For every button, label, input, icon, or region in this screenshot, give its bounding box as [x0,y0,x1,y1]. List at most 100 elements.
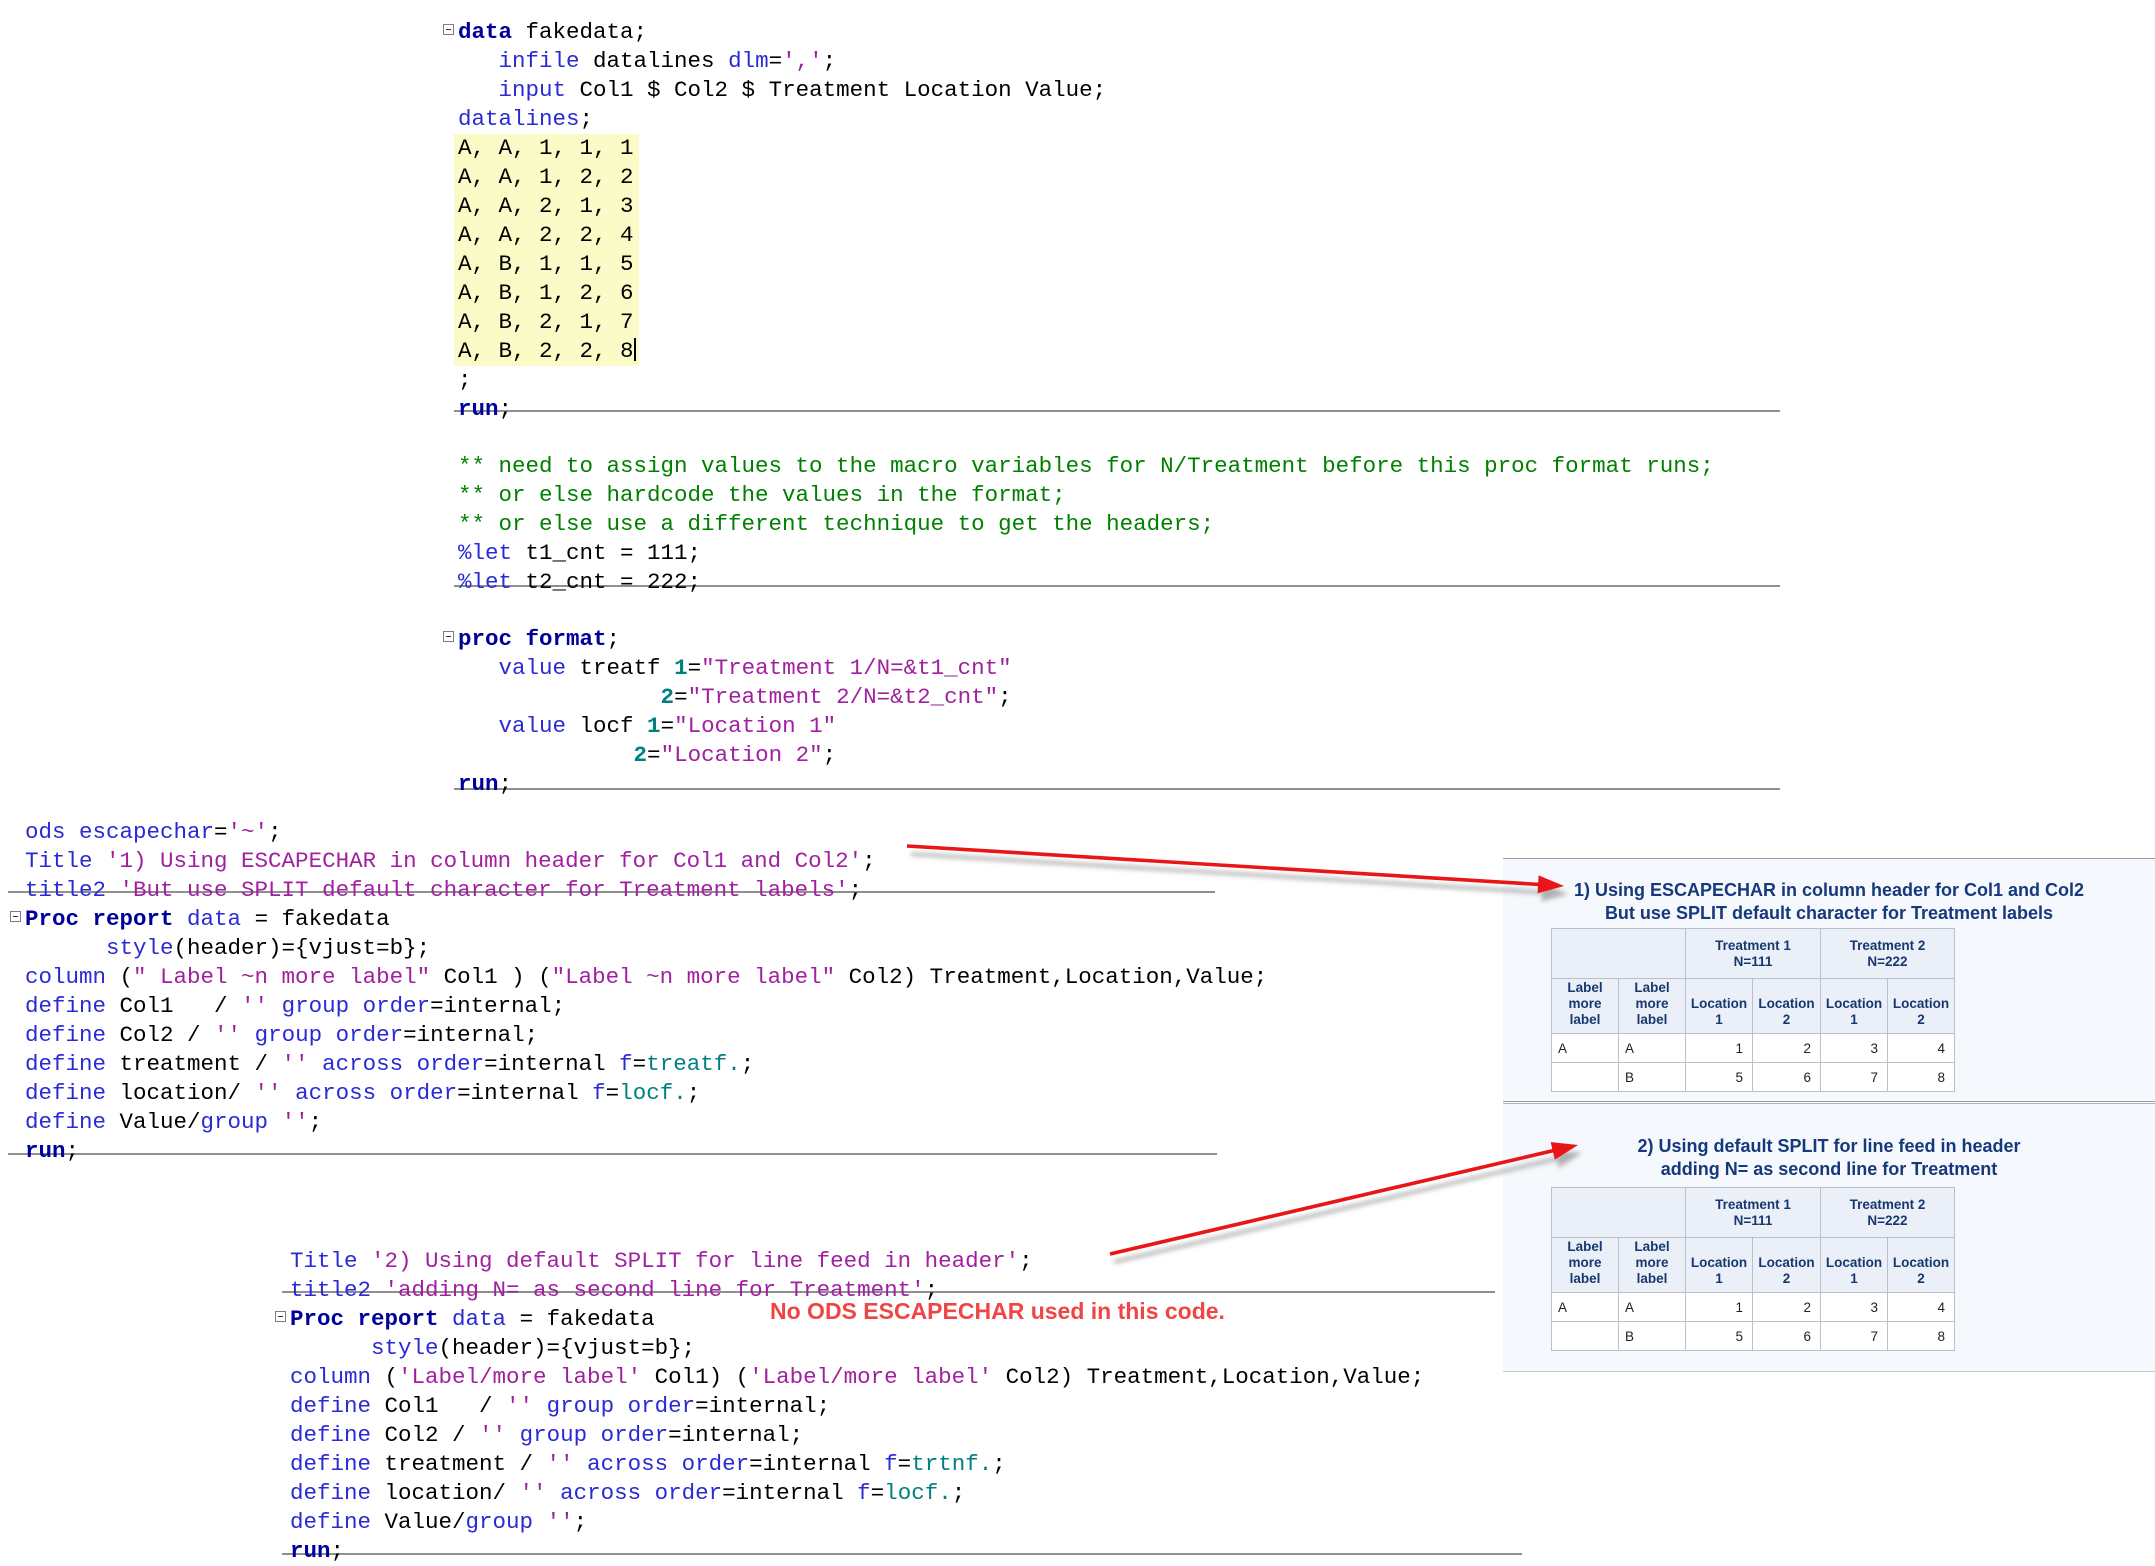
code-token: = [870,1480,885,1506]
code-line[interactable]: run; [458,395,512,424]
code-line[interactable]: Title '1) Using ESCAPECHAR in column hea… [25,847,876,876]
code-token: Col1 ) ( [430,964,552,990]
code-token: = [660,713,675,739]
section-divider [282,1291,1495,1293]
code-line[interactable]: style(header)={vjust=b}; [25,934,430,963]
code-line[interactable]: define Col1 / '' group order=internal; [25,992,565,1021]
code-line[interactable]: define Value/group ''; [25,1108,322,1137]
code-token: Proc report [290,1306,439,1332]
code-line[interactable]: data fakedata; [458,18,647,47]
datalines-row[interactable]: A, A, 1, 1, 1 [454,134,639,163]
code-line[interactable]: define Col2 / '' group order=internal; [290,1421,803,1450]
collapse-toggle-icon[interactable] [275,1311,286,1322]
code-line[interactable]: define treatment / '' across order=inter… [25,1050,754,1079]
code-line[interactable]: ods escapechar='~'; [25,818,282,847]
code-line[interactable]: run; [458,770,512,799]
code-line[interactable]: proc format; [458,625,620,654]
code-line[interactable]: column (" Label ~n more label" Col1 ) ("… [25,963,1267,992]
code-token: 'But use SPLIT default character for Tre… [119,877,849,903]
code-token: ; [330,1538,345,1564]
code-token: define [25,1080,107,1106]
code-line[interactable]: value treatf 1="Treatment 1/N=&t1_cnt" [458,654,1012,683]
code-token: ; [498,396,513,422]
code-line[interactable]: define location/ '' across order=interna… [25,1079,700,1108]
code-token: Col2 / [371,1422,480,1448]
code-token: =internal; [668,1422,804,1448]
code-line[interactable]: define Col1 / '' group order=internal; [290,1392,830,1421]
code-token [376,1080,390,1106]
code-line[interactable]: define Value/group ''; [290,1508,587,1537]
code-line[interactable]: title2 'But use SPLIT default character … [25,876,862,905]
datalines-row[interactable]: A, B, 1, 2, 6 [454,279,639,308]
code-line[interactable]: define Col2 / '' group order=internal; [25,1021,538,1050]
datalines-row[interactable]: A, A, 2, 1, 3 [454,192,639,221]
code-line[interactable]: define treatment / '' across order=inter… [290,1450,1006,1479]
code-line[interactable]: ** or else hardcode the values in the fo… [458,481,1066,510]
collapse-toggle-icon[interactable] [10,911,21,922]
collapse-toggle-icon[interactable] [443,631,454,642]
code-token: Proc report [25,906,174,932]
group-cell: A [1618,1033,1686,1063]
datalines-row[interactable]: A, B, 2, 2, 8 [454,337,639,366]
code-token: run [458,396,499,422]
code-token: run [458,771,499,797]
code-line[interactable]: 2="Treatment 2/N=&t2_cnt"; [458,683,1012,712]
code-token: style [371,1335,439,1361]
code-token [358,1248,372,1274]
code-line[interactable]: define location/ '' across order=interna… [290,1479,965,1508]
code-token: f [857,1480,871,1506]
datalines-row[interactable]: A, B, 1, 1, 5 [454,250,639,279]
code-token: 'adding N= as second line for Treatment' [384,1277,925,1303]
code-line[interactable]: style(header)={vjust=b}; [290,1334,695,1363]
code-token: =internal [457,1080,593,1106]
code-token: t2_cnt = 222; [512,569,702,595]
code-line[interactable]: ** or else use a different technique to … [458,510,1214,539]
code-token: input [498,77,567,103]
code-token [268,1109,282,1135]
collapse-toggle-icon[interactable] [443,24,454,35]
code-line[interactable]: infile datalines dlm=','; [458,47,837,76]
group-cell: B [1618,1062,1686,1092]
code-line[interactable]: %let t1_cnt = 111; [458,539,701,568]
code-token: infile [498,48,580,74]
code-token: 2 [660,684,675,710]
datalines-row[interactable]: A, B, 2, 1, 7 [454,308,639,337]
code-token: define [25,993,107,1019]
code-token: Title [25,848,93,874]
datalines-row[interactable]: A, A, 2, 2, 4 [454,221,639,250]
datalines-row[interactable]: A, A, 1, 2, 2 [454,163,639,192]
code-line[interactable]: Proc report data = fakedata [290,1305,655,1334]
group-cell: A [1551,1292,1619,1322]
code-token [322,1022,336,1048]
code-line[interactable]: title2 'adding N= as second line for Tre… [290,1276,938,1305]
code-token [533,1393,547,1419]
code-token: "Location 1" [674,713,837,739]
code-line[interactable]: Proc report data = fakedata [25,905,390,934]
code-line[interactable]: input Col1 $ Col2 $ Treatment Location V… [458,76,1107,105]
code-token: 'Label/more label' [749,1364,993,1390]
code-line[interactable]: value locf 1="Location 1" [458,712,837,741]
code-token: A, A, 2, 1, 3 [458,193,634,219]
code-line[interactable]: ** need to assign values to the macro va… [458,452,1714,481]
code-line[interactable]: column ('Label/more label' Col1) ('Label… [290,1363,1424,1392]
code-line[interactable]: run; [290,1537,344,1566]
code-line[interactable]: ; [458,366,472,395]
code-token: A, B, 1, 1, 5 [458,251,634,277]
code-token: '' [479,1422,507,1448]
code-line[interactable]: 2="Location 2"; [458,741,837,770]
code-token: across [322,1051,404,1077]
code-token: datalines [579,48,729,74]
code-token: ** need to assign values to the macro va… [458,453,1714,479]
code-token: treatf. [646,1051,741,1077]
code-line[interactable]: datalines; [458,105,593,134]
code-line[interactable]: %let t2_cnt = 222; [458,568,701,597]
code-token [587,1422,601,1448]
code-token: define [290,1480,372,1506]
section-divider [454,585,1780,587]
code-token [458,684,661,710]
code-line[interactable]: Title '2) Using default SPLIT for line f… [290,1247,1033,1276]
code-token: ** or else hardcode the values in the fo… [458,482,1066,508]
code-line[interactable]: run; [25,1137,79,1166]
